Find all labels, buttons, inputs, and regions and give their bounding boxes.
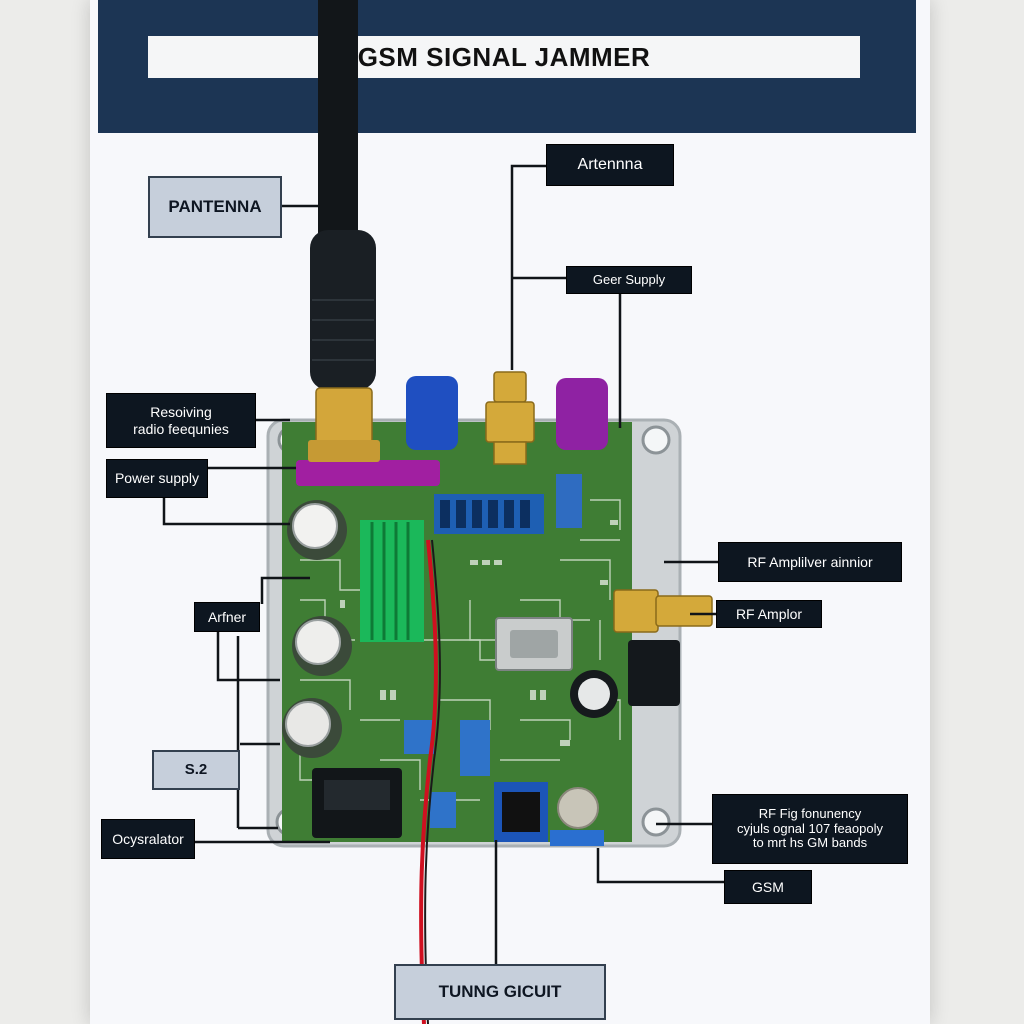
magenta-bracket	[296, 460, 440, 486]
label-pantenna: PANTENNA	[148, 176, 282, 238]
label-gear-supply: Geer Supply	[566, 266, 692, 294]
label-s2: S.2	[152, 750, 240, 790]
sma-connector-icon	[485, 371, 713, 633]
label-ocysralator: Ocysralator	[101, 819, 195, 859]
title-bar	[148, 36, 860, 78]
heatsink-icon	[360, 520, 424, 642]
label-arfner: Arfner	[194, 602, 260, 632]
purple-knob	[556, 378, 608, 450]
label-resolving: Resoiving radio feequnies	[106, 393, 256, 448]
label-power-supply: Power supply	[106, 459, 208, 498]
red-cable	[419, 539, 438, 1024]
capacitor-icon	[570, 670, 618, 718]
label-rf-fig: RF Fig fonunency cyjuls ognal 107 feaopo…	[712, 794, 908, 864]
label-antenna-top: Artennna	[546, 144, 674, 186]
label-rf-amp-junior: RF Amplilver ainnior	[718, 542, 902, 582]
diagram-title: GSM SIGNAL JAMMER	[357, 42, 651, 72]
label-tuning-circuit: TUNNG GICUIT	[394, 964, 606, 1020]
potentiometer-icon	[282, 500, 352, 758]
blue-knob	[406, 376, 458, 450]
label-rf-amplor: RF Amplor	[716, 600, 822, 628]
label-gsm: GSM	[724, 870, 812, 904]
antenna-icon	[308, 0, 380, 462]
